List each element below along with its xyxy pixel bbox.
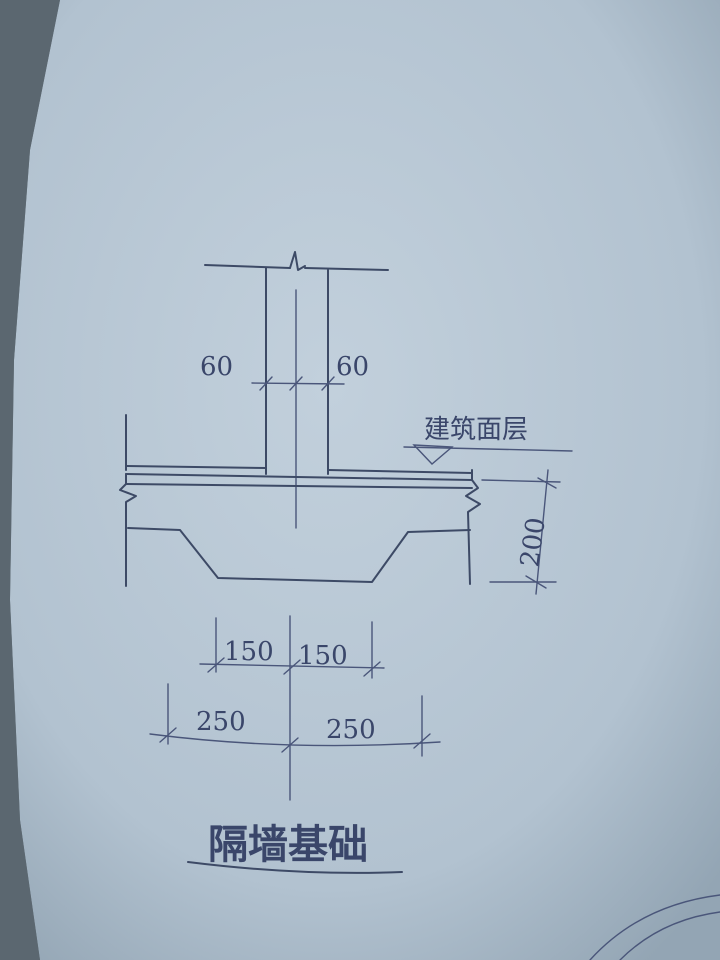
dim-footing-depth: 200	[515, 516, 552, 569]
bed-width-dimension: 150 150	[199, 617, 385, 679]
drawing-title: 隔墙基础	[208, 821, 368, 868]
floor-layer: 建筑面层	[125, 414, 573, 481]
depth-dimension: 200	[481, 469, 561, 595]
dim-bed-right: 150	[298, 641, 348, 671]
title-underline	[187, 861, 403, 874]
dim-base-right: 250	[326, 715, 376, 745]
floor-finish-label: 建筑面层	[424, 415, 528, 445]
elevation-triangle-icon	[412, 444, 454, 465]
dim-base-left: 250	[196, 707, 246, 737]
dark-corner	[0, 0, 60, 960]
stray-curves	[589, 894, 720, 960]
dim-wall-left: 60	[200, 352, 233, 382]
base-width-dimension: 250 250	[149, 683, 441, 757]
dim-wall-right: 60	[336, 352, 369, 382]
dim-bed-left: 150	[224, 637, 274, 667]
wall-thickness-dimension: 60 60	[200, 352, 369, 391]
foundation-section	[119, 473, 481, 587]
wall-section	[204, 251, 389, 529]
paper-sheet	[10, 0, 720, 960]
